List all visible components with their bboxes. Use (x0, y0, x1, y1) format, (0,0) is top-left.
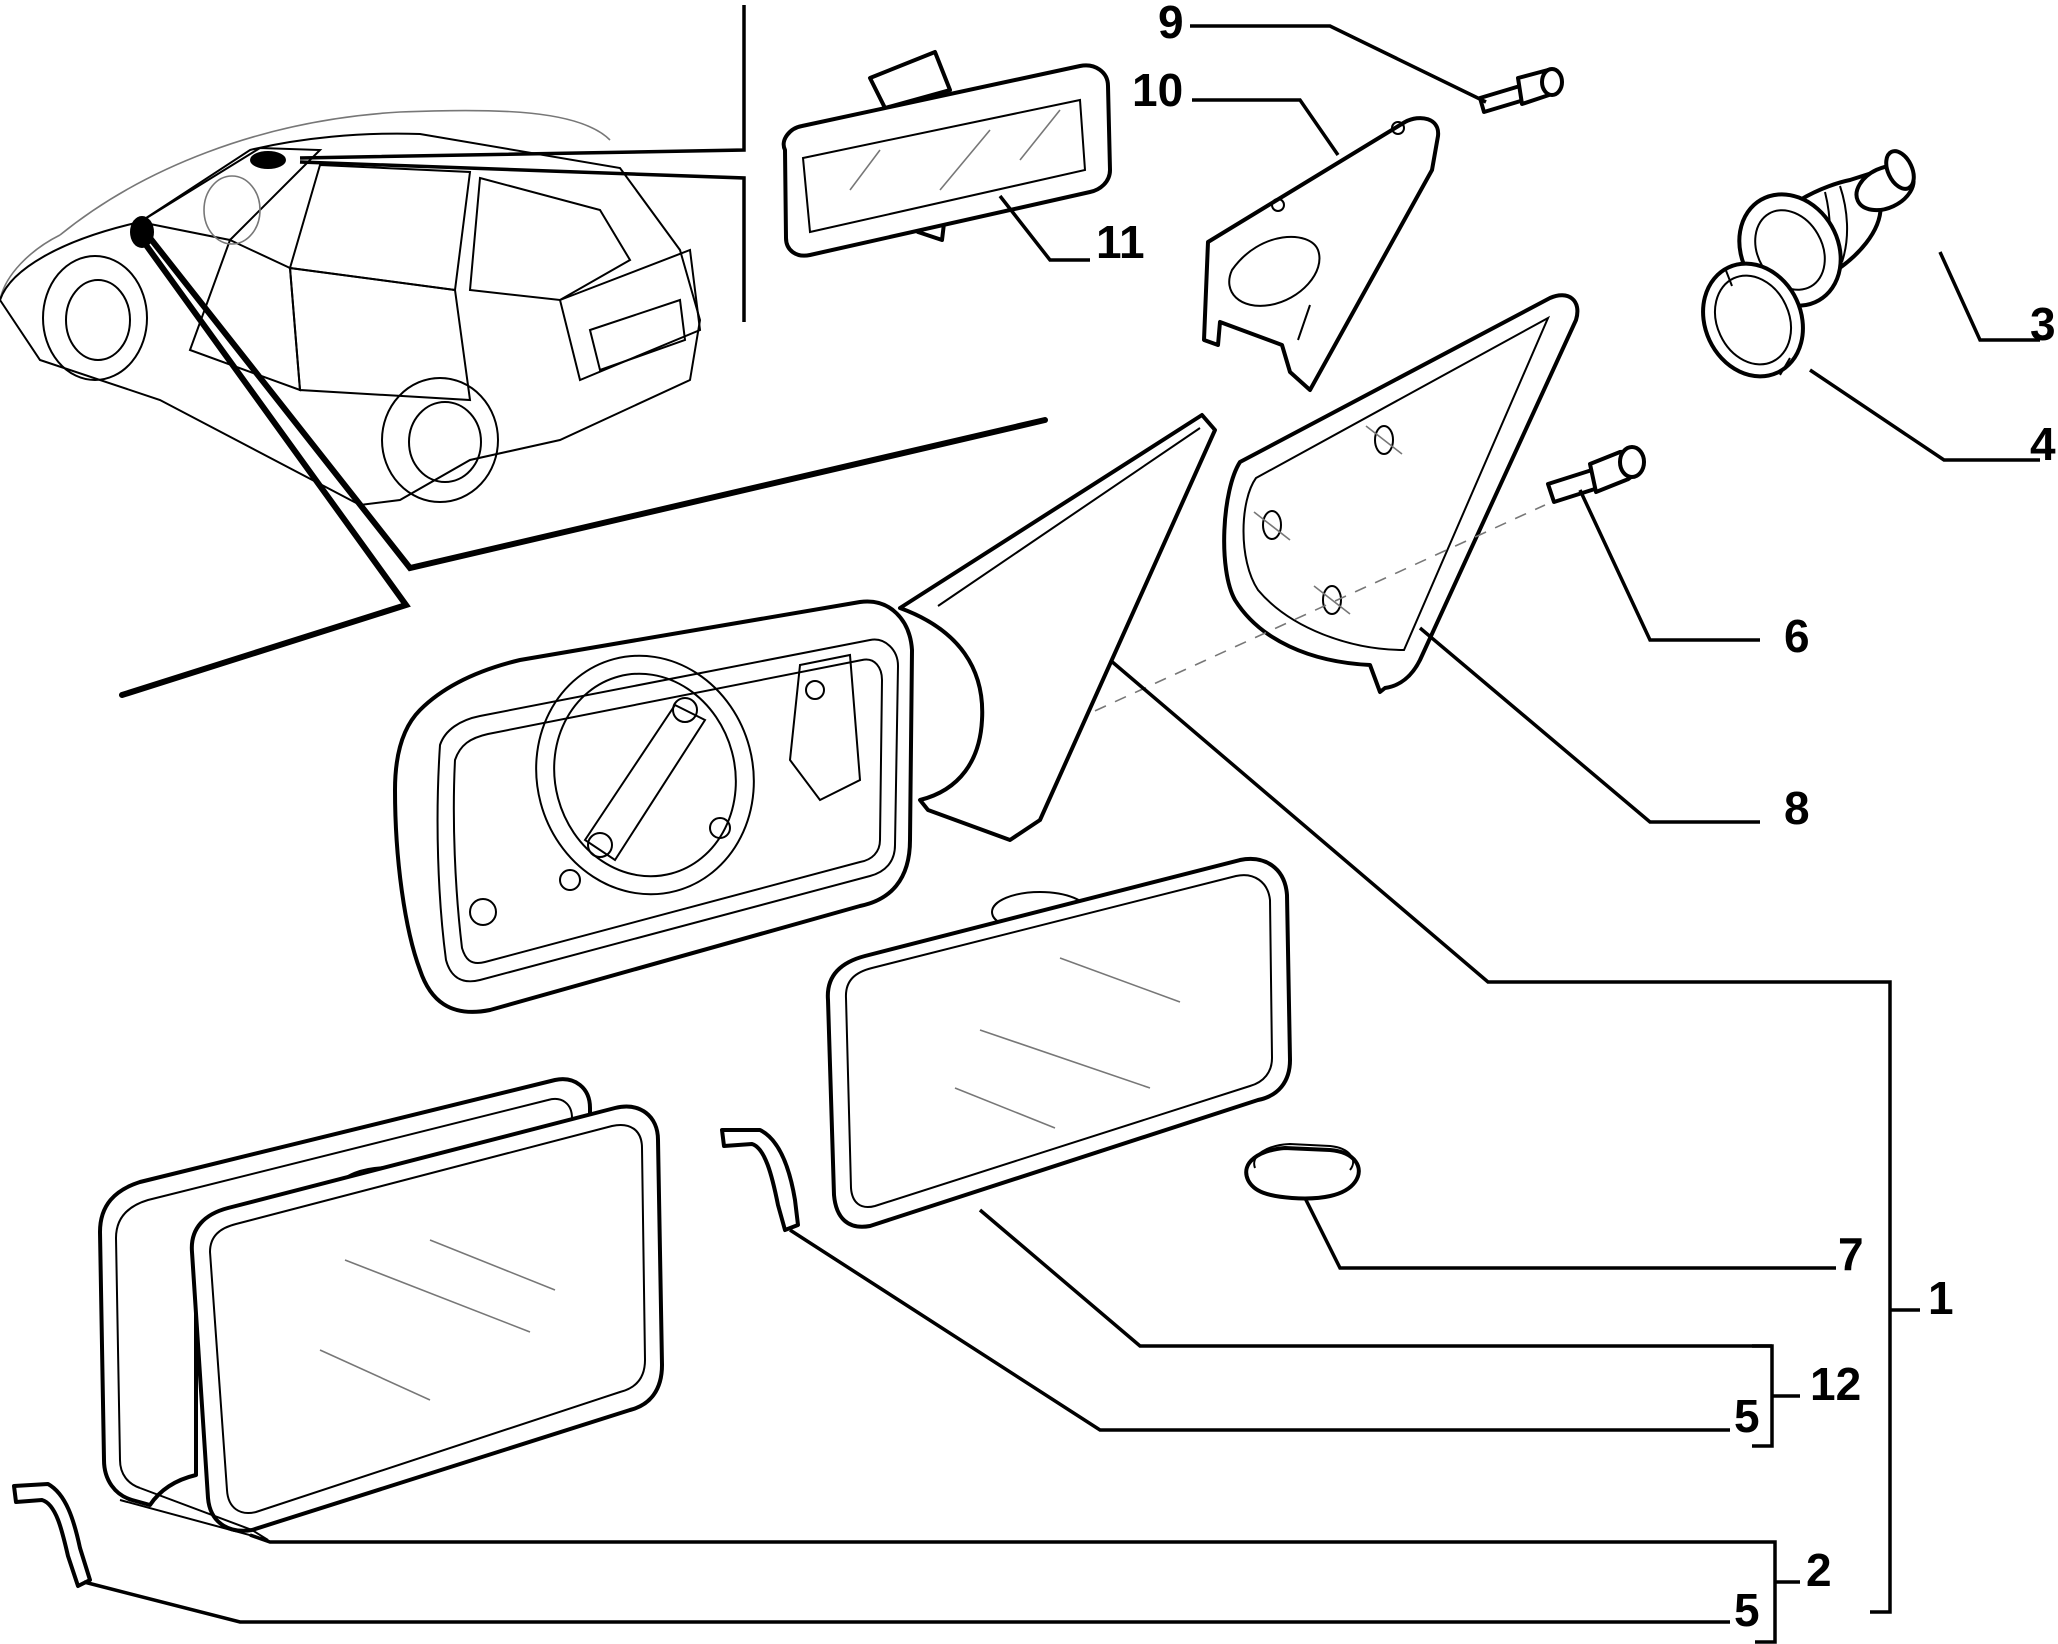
interior-mirror-location (250, 151, 286, 169)
callout-4: 4 (2030, 418, 2056, 470)
leader-lines (83, 24, 2040, 1644)
callout-12: 12 (1810, 1358, 1861, 1410)
plug-cap (1244, 1142, 1361, 1201)
callout-10: 10 (1132, 64, 1183, 116)
interior-rear-view-mirror (781, 50, 1112, 258)
callout-2: 2 (1806, 1544, 1832, 1596)
callout-1: 1 (1928, 1272, 1954, 1324)
mirror-glass-12 (825, 856, 1292, 1229)
callout-9: 9 (1158, 0, 1184, 48)
mirror-housing (393, 413, 1217, 1014)
bolt-6 (1546, 445, 1646, 504)
callout-11: 11 (1096, 216, 1145, 268)
spring-clip-upper (720, 1128, 800, 1232)
screw-9 (1478, 67, 1564, 114)
callout-6: 6 (1784, 610, 1810, 662)
callout-5-upper: 5 (1734, 1390, 1760, 1442)
callout-5-lower: 5 (1734, 1584, 1760, 1636)
mounting-bracket (1202, 116, 1441, 392)
mirror-base-plate (1074, 293, 1580, 721)
callout-3: 3 (2030, 298, 2056, 350)
mirror-frame-2 (98, 1077, 664, 1541)
spring-clip-lower (12, 1482, 92, 1588)
retaining-ring (1701, 261, 1805, 379)
callout-8: 8 (1784, 782, 1810, 834)
car-overview (0, 5, 1048, 698)
callout-7: 7 (1838, 1228, 1864, 1280)
